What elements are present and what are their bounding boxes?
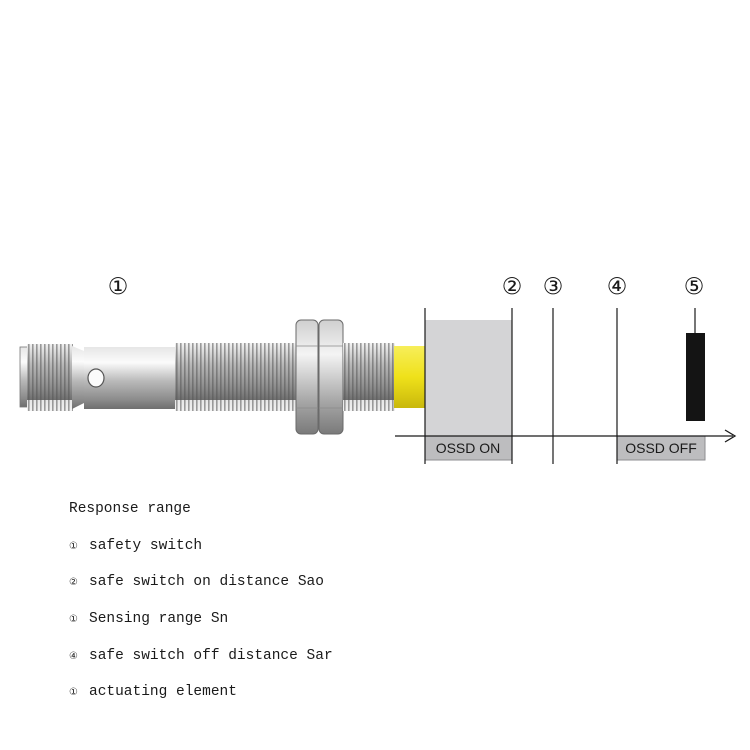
legend-title: Response range (69, 501, 191, 517)
legend-item-number: ① (69, 614, 78, 626)
sensing-face (394, 346, 425, 408)
legend-item-number: ① (69, 687, 78, 699)
rear-thread (27, 344, 73, 411)
legend-item-text: actuating element (89, 684, 237, 701)
legend: Response range ① safety switch ② safe swit… (69, 499, 333, 719)
legend-item-text: safe switch off distance Sar (89, 647, 333, 664)
neck (72, 346, 84, 409)
legend-item-number: ② (69, 577, 78, 589)
ossd-off-label: OSSD OFF (625, 440, 697, 456)
hex-nut-1 (295, 319, 319, 435)
legend-item-text: safety switch (89, 537, 203, 554)
legend-item: ① safety switch (69, 536, 333, 573)
legend-item-number: ④ (69, 650, 78, 662)
legend-item: ④ safe switch off distance Sar (69, 646, 333, 683)
connector-end (19, 346, 29, 408)
legend-item: ① actuating element (69, 682, 333, 719)
legend-item-text: Sensing range Sn (89, 611, 229, 628)
ossd-on-label: OSSD ON (436, 440, 501, 456)
actuating-element (686, 333, 705, 421)
legend-item-number: ① (69, 540, 78, 552)
shaft-hole (87, 368, 105, 388)
ossd-off-label-box (616, 435, 706, 461)
marker-5: ⑤ (684, 274, 705, 300)
safety-switch (19, 319, 425, 435)
ossd-on-zone (425, 320, 512, 436)
marker-1: ① (108, 274, 129, 300)
marker-2: ② (502, 274, 523, 300)
legend-item: ① Sensing range Sn (69, 609, 333, 646)
legend-item: ② safe switch on distance Sao (69, 572, 333, 609)
axis-arrowhead-icon (724, 429, 737, 443)
sensor-diagram: ① ② ③ ④ ⑤ OSSD ON OSSD OFF (19, 274, 737, 464)
marker-3: ③ (543, 274, 564, 300)
front-thread-2 (343, 343, 395, 411)
front-thread-1 (175, 343, 297, 411)
legend-item-text: safe switch on distance Sao (89, 574, 324, 591)
hex-nut-2 (318, 319, 344, 435)
marker-4: ④ (607, 274, 628, 300)
